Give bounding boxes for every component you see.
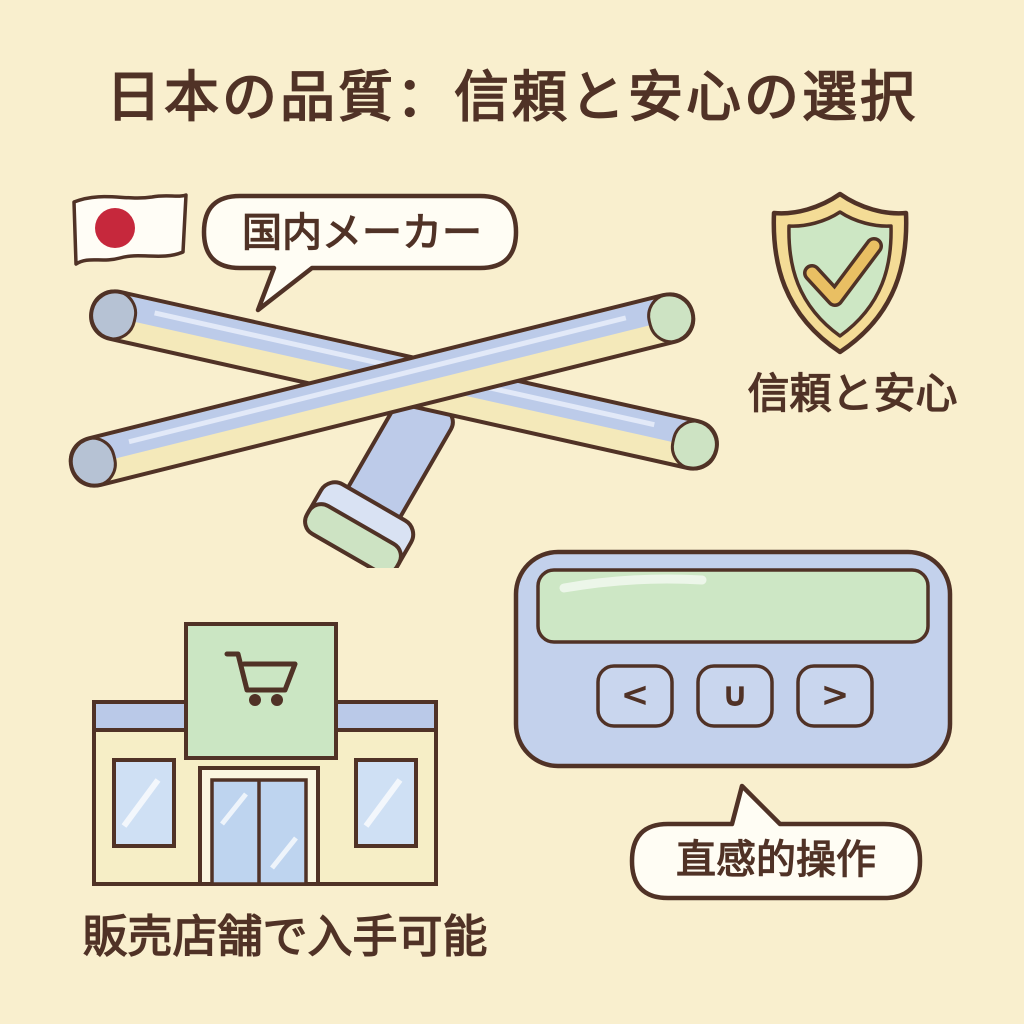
shopping-cart-icon <box>224 651 298 706</box>
intuitive-speech-bubble-label: 直感的操作 <box>676 837 876 883</box>
store-window-left <box>112 758 176 848</box>
intuitive-speech-bubble <box>629 783 923 901</box>
remote-button-right-glyph: > <box>820 675 850 715</box>
maker-speech-bubble-label: 国内メーカー <box>242 210 482 256</box>
store-label: 販売店舗で入手可能 <box>82 910 488 963</box>
trust-shield-icon <box>771 191 909 355</box>
maker-speech-bubble <box>201 193 519 313</box>
remote-screen <box>536 568 930 644</box>
japan-flag-icon <box>72 193 188 266</box>
flag-sun-circle <box>95 208 135 248</box>
remote-control-illustration <box>513 549 953 769</box>
page-title: 日本の品質：信頼と安心の選択 <box>105 65 918 129</box>
remote-button-left <box>596 664 674 728</box>
remote-button-left-glyph: < <box>620 675 650 715</box>
light-bars-illustration <box>68 289 719 568</box>
remote-button-middle-glyph: ∪ <box>721 675 749 715</box>
remote-button-right <box>796 664 874 728</box>
mount-clamp-icon <box>303 390 455 568</box>
checkmark-icon <box>803 237 883 307</box>
trust-label: 信頼と安心 <box>747 369 958 418</box>
storefront-illustration <box>92 622 438 886</box>
store-window-right <box>354 758 418 848</box>
store-door <box>198 766 320 886</box>
remote-button-middle <box>696 664 774 728</box>
light-bar-upper <box>68 292 696 488</box>
